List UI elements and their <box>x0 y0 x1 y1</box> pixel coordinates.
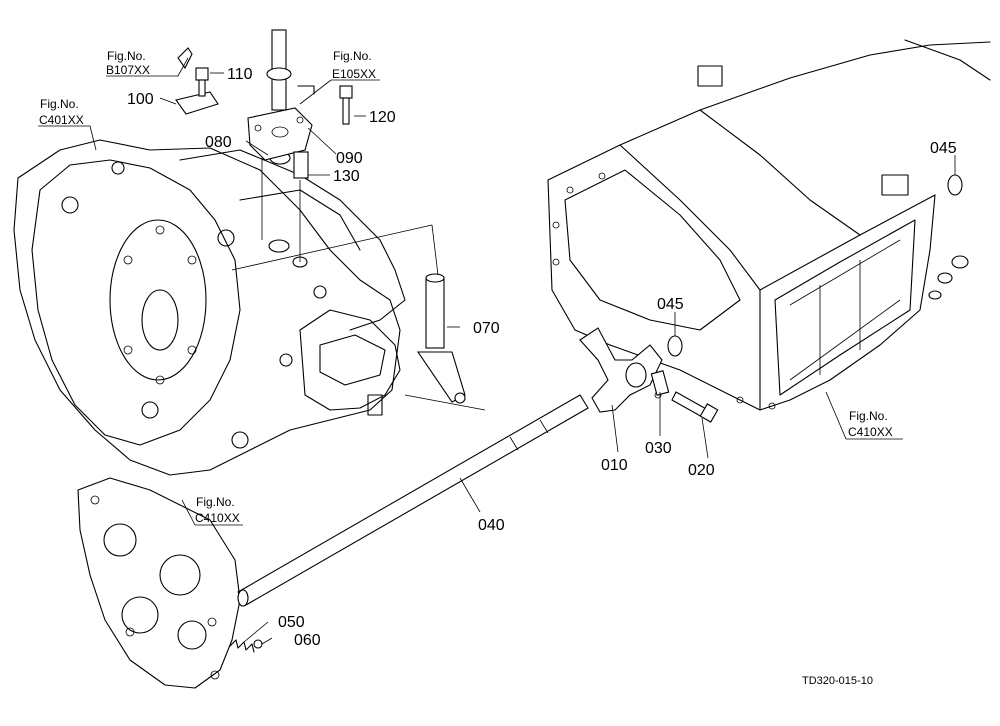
label-070: 070 <box>473 320 500 337</box>
fig-ref-c410-front[interactable]: Fig.No. C410XX <box>195 495 240 525</box>
svg-text:Fig.No.: Fig.No. <box>196 495 235 509</box>
fig-ref-e105[interactable]: Fig.No. E105XX <box>332 49 376 81</box>
clutch-housing-left <box>13 139 406 476</box>
label-060: 060 <box>294 632 321 649</box>
shift-arm-070 <box>416 273 466 404</box>
label-030: 030 <box>645 440 672 457</box>
label-100: 100 <box>127 91 154 108</box>
callout-leaders <box>38 57 956 645</box>
label-040: 040 <box>478 517 505 534</box>
fig-ref-c410-rear[interactable]: Fig.No. C410XX <box>848 409 893 439</box>
svg-text:Fig.No.: Fig.No. <box>107 49 146 63</box>
circlip-045-mid <box>667 335 683 357</box>
circlip-045-right <box>947 174 963 196</box>
svg-text:B107XX: B107XX <box>106 63 150 77</box>
bracket-100 <box>175 91 219 115</box>
label-080: 080 <box>205 134 232 151</box>
label-045-mid: 045 <box>657 296 684 313</box>
label-010: 010 <box>601 457 628 474</box>
svg-text:C401XX: C401XX <box>39 113 84 127</box>
svg-text:E105XX: E105XX <box>332 67 376 81</box>
svg-text:C410XX: C410XX <box>195 511 240 525</box>
fig-ref-c401[interactable]: Fig.No. C401XX <box>39 97 84 127</box>
lock-plate-030 <box>650 370 670 396</box>
ball-060 <box>253 639 263 649</box>
fig-ref-b107[interactable]: Fig.No. B107XX <box>106 49 150 77</box>
svg-text:Fig.No.: Fig.No. <box>40 97 79 111</box>
front-cover-plate <box>77 477 241 689</box>
label-090: 090 <box>336 150 363 167</box>
label-110: 110 <box>227 66 253 83</box>
transmission-case-right <box>547 39 991 411</box>
label-045-right: 045 <box>930 140 957 157</box>
collar-130 <box>293 151 309 179</box>
drawing-code: TD320-015-10 <box>802 675 873 687</box>
svg-text:Fig.No.: Fig.No. <box>333 49 372 63</box>
label-130: 130 <box>333 168 360 185</box>
spring-050 <box>229 639 255 653</box>
svg-text:C410XX: C410XX <box>848 425 893 439</box>
bolt-020 <box>671 391 719 423</box>
shift-rod-040 <box>237 394 589 607</box>
bolt-120 <box>339 85 353 125</box>
label-120: 120 <box>369 109 396 126</box>
clip-b107 <box>177 47 193 70</box>
svg-text:Fig.No.: Fig.No. <box>849 409 888 423</box>
label-050: 050 <box>278 614 305 631</box>
shift-fork-010 <box>579 327 663 413</box>
plate-090 <box>247 107 313 161</box>
bolt-110 <box>195 67 209 97</box>
assembly-lines <box>231 158 486 411</box>
label-020: 020 <box>688 462 715 479</box>
